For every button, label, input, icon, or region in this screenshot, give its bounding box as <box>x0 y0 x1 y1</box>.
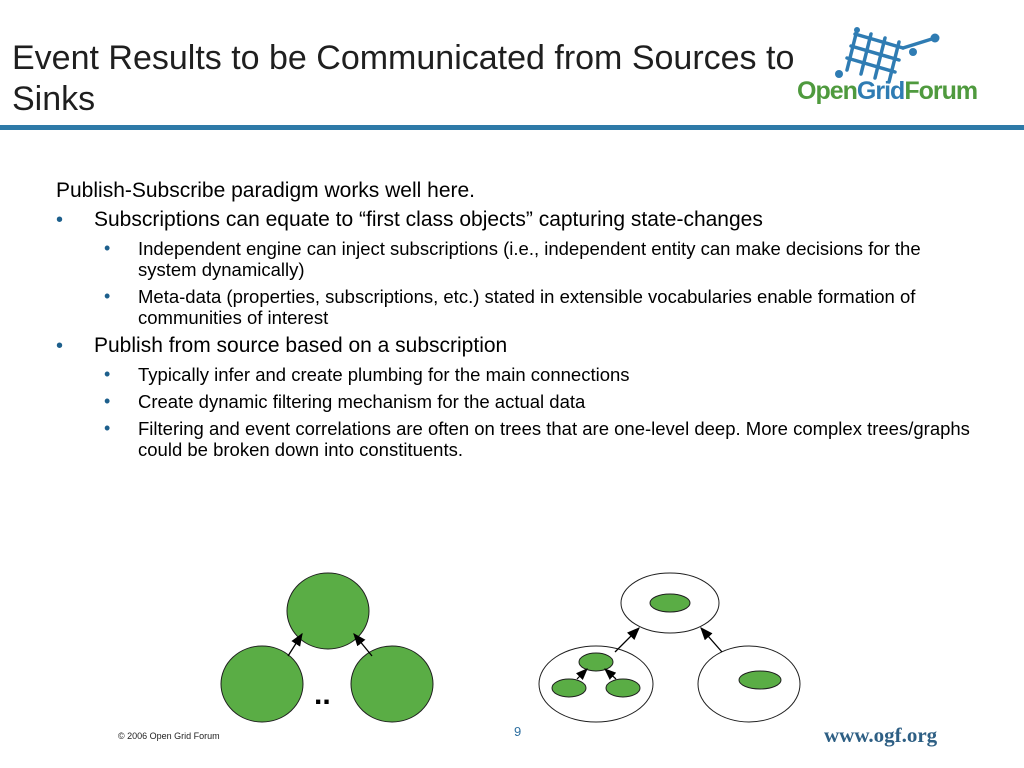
intro-text: Publish-Subscribe paradigm works well he… <box>56 179 476 202</box>
bullet-dot-icon: • <box>104 418 111 438</box>
tree-edge-arrow <box>614 627 640 653</box>
tree-edge-arrow <box>287 632 303 657</box>
bullet-dot-icon: • <box>56 335 64 357</box>
tree-edge-arrow <box>353 632 373 657</box>
bullet-dot-icon: • <box>56 209 64 231</box>
sub-bullet-item: • Independent engine can inject subscrip… <box>56 238 976 280</box>
bullet-dot-icon: • <box>104 286 111 306</box>
sub-bullet-item: • Create dynamic filtering mechanism for… <box>56 391 976 412</box>
open-grid-forum-logo: OpenGridForum <box>797 77 978 105</box>
tree-child-node <box>538 645 654 723</box>
inner-node <box>738 670 782 690</box>
sub-bullet-text: Meta-data (properties, subscriptions, et… <box>138 286 916 328</box>
bullet-text: Subscriptions can equate to “first class… <box>94 208 763 231</box>
bullet-dot-icon: • <box>104 238 111 258</box>
ellipsis-label: .. <box>314 678 331 711</box>
tree-child-node <box>350 645 434 723</box>
inner-node <box>605 678 641 698</box>
sub-bullet-text: Typically infer and create plumbing for … <box>138 364 630 385</box>
tree-edge-arrow <box>575 668 588 681</box>
grid-lattice-icon <box>835 27 940 84</box>
nested-tree-diagram <box>538 572 801 723</box>
slide-title: Event Results to be Communicated from So… <box>12 39 795 118</box>
tree-edge-arrow <box>604 668 617 680</box>
bullet-text: Publish from source based on a subscript… <box>94 334 508 357</box>
sub-bullet-item: • Typically infer and create plumbing fo… <box>56 364 976 385</box>
sub-bullet-item: • Filtering and event correlations are o… <box>56 418 976 460</box>
inner-node <box>578 652 614 672</box>
slide-body: Publish-Subscribe paradigm works well he… <box>56 178 976 466</box>
sub-bullet-item: • Meta-data (properties, subscriptions, … <box>56 286 976 328</box>
inner-node <box>551 678 587 698</box>
simple-tree-diagram: .. <box>220 572 434 723</box>
sub-bullet-text: Independent engine can inject subscripti… <box>138 238 921 280</box>
page-number: 9 <box>514 724 522 739</box>
tree-child-node <box>220 645 304 723</box>
bullet-dot-icon: • <box>104 391 111 411</box>
inner-node <box>649 593 691 613</box>
footer-copyright: © 2006 Open Grid Forum <box>118 731 220 741</box>
bullet-item: • Publish from source based on a subscri… <box>56 334 976 358</box>
footer-url: www.ogf.org <box>824 723 938 747</box>
tree-root-node <box>286 572 370 650</box>
sub-bullet-text: Filtering and event correlations are oft… <box>138 418 970 460</box>
bullet-item: • Subscriptions can equate to “first cla… <box>56 208 976 232</box>
bullet-dot-icon: • <box>104 364 111 384</box>
title-divider <box>0 125 1024 130</box>
tree-edge-arrow <box>700 627 723 653</box>
sub-bullet-text: Create dynamic filtering mechanism for t… <box>138 391 586 412</box>
